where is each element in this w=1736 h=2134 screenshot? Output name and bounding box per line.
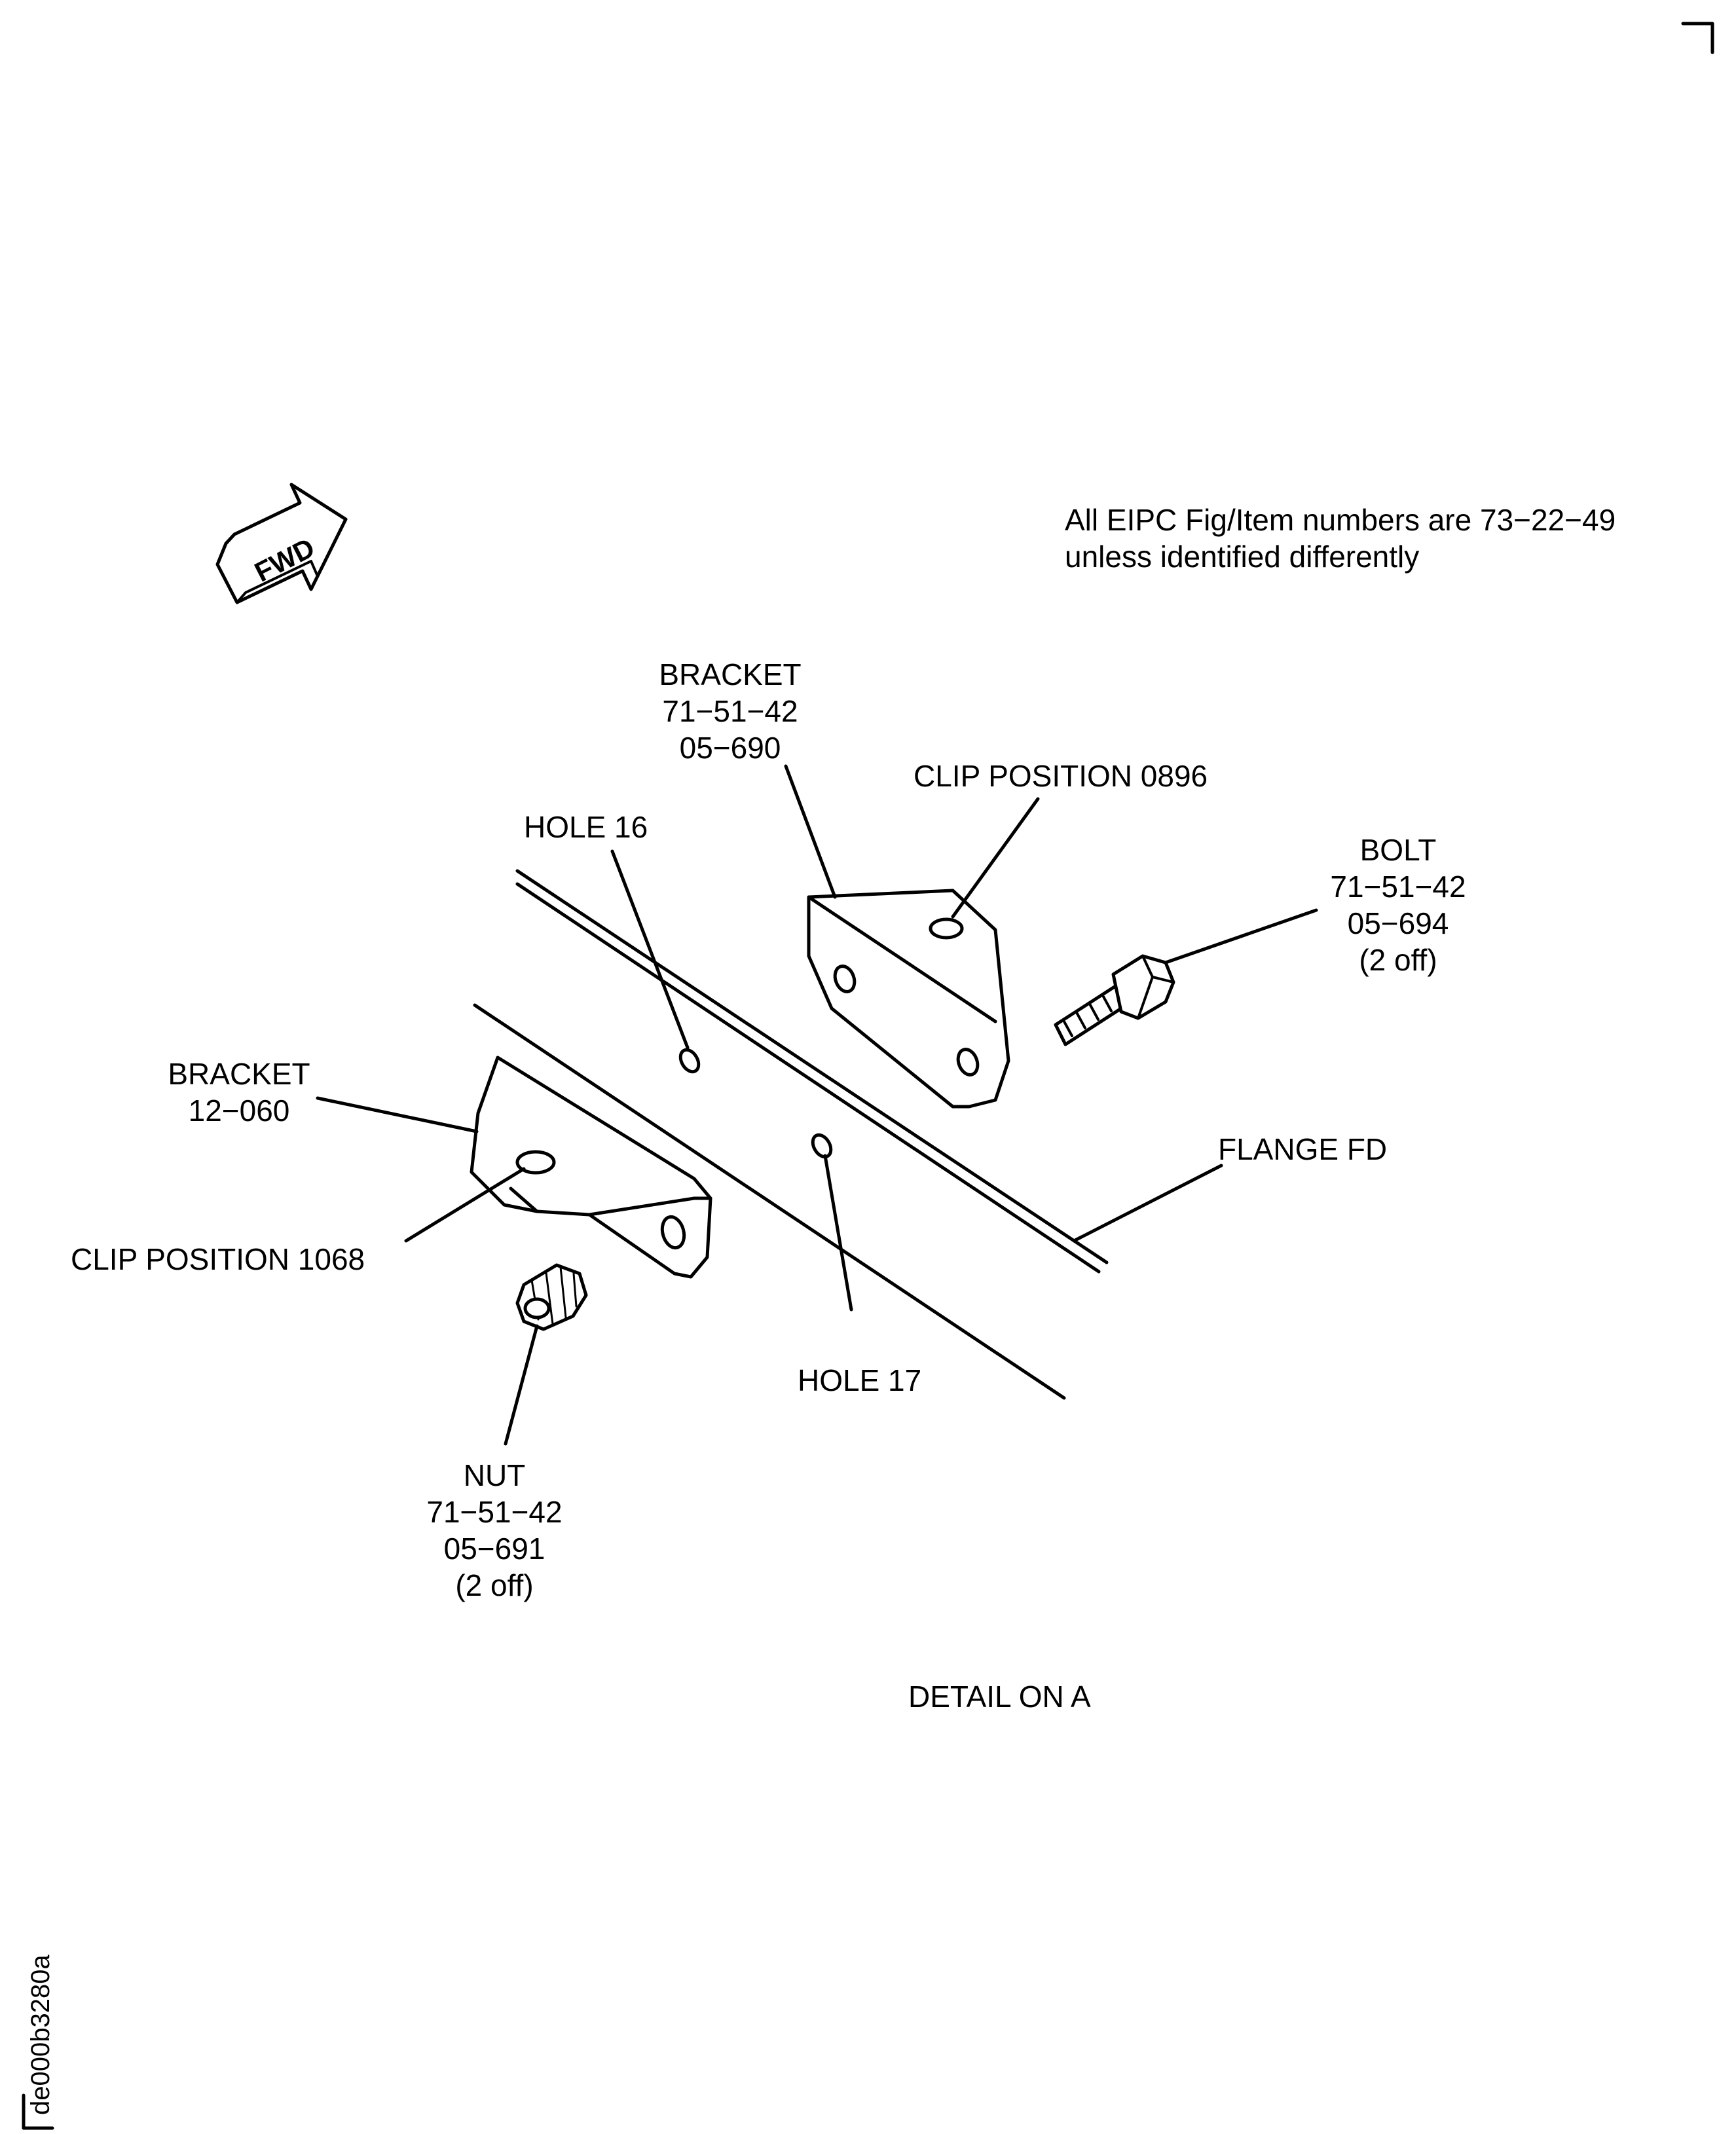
bracket-lower-part bbox=[470, 1056, 712, 1279]
leader-nut bbox=[504, 1324, 539, 1446]
callout-nut: NUT 71−51−42 05−691 (2 off) bbox=[403, 1457, 586, 1604]
leader-flange bbox=[1072, 1164, 1223, 1243]
bracket-upper-part bbox=[807, 889, 1010, 1109]
callout-bolt-fig: 71−51−42 bbox=[1330, 870, 1466, 904]
callout-bolt: BOLT 71−51−42 05−694 (2 off) bbox=[1306, 832, 1490, 978]
leader-bracket-lower bbox=[316, 1096, 479, 1133]
leader-bracket-upper bbox=[784, 764, 837, 899]
general-note-line-1: All EIPC Fig/Item numbers are 73−22−49 bbox=[1065, 503, 1616, 537]
callout-bracket-upper-fig: 71−51−42 bbox=[662, 694, 798, 728]
flange-upper-line-1 bbox=[515, 869, 1109, 1264]
nut-part bbox=[515, 1263, 588, 1331]
callout-hole-16: HOLE 16 bbox=[524, 810, 648, 844]
callout-clip-1068: CLIP POSITION 1068 bbox=[71, 1242, 365, 1276]
leader-clip-0896 bbox=[951, 797, 1040, 919]
hole-17-icon bbox=[811, 1133, 833, 1159]
leader-hole-17 bbox=[823, 1154, 853, 1312]
callout-flange: FLANGE FD bbox=[1218, 1132, 1388, 1166]
callout-bracket-lower-fig: 12−060 bbox=[188, 1094, 290, 1128]
leader-hole-16 bbox=[610, 849, 690, 1050]
general-note: All EIPC Fig/Item numbers are 73−22−49 u… bbox=[1065, 502, 1616, 575]
callout-bracket-upper-item: 05−690 bbox=[679, 731, 781, 765]
hole-16-icon bbox=[678, 1048, 701, 1074]
fwd-arrow-icon bbox=[215, 483, 348, 604]
callout-clip-0896: CLIP POSITION 0896 bbox=[914, 759, 1208, 793]
caption: DETAIL ON A bbox=[908, 1680, 1091, 1714]
sheet-id: de000b3280a bbox=[26, 1955, 55, 2115]
callout-bracket-lower-name: BRACKET bbox=[168, 1057, 310, 1091]
flange-upper-line-2 bbox=[515, 882, 1101, 1274]
flange-lower-line bbox=[473, 1003, 1066, 1400]
callout-nut-name: NUT bbox=[463, 1458, 526, 1492]
callout-bolt-item: 05−694 bbox=[1347, 906, 1449, 940]
callout-bolt-name: BOLT bbox=[1359, 833, 1437, 867]
corner-mark-bottom-left bbox=[22, 2093, 54, 2130]
leader-clip-1068 bbox=[404, 1167, 526, 1243]
bolt-part bbox=[1054, 954, 1175, 1046]
leader-bolt bbox=[1164, 908, 1318, 965]
callout-hole-17: HOLE 17 bbox=[798, 1363, 922, 1397]
callout-bracket-upper: BRACKET 71−51−42 05−690 bbox=[645, 656, 815, 766]
corner-mark-top-right bbox=[1681, 22, 1714, 54]
callout-nut-item: 05−691 bbox=[443, 1532, 545, 1566]
callout-nut-fig: 71−51−42 bbox=[426, 1495, 563, 1529]
callout-bracket-upper-name: BRACKET bbox=[659, 657, 802, 691]
callout-bracket-lower: BRACKET 12−060 bbox=[147, 1056, 331, 1129]
general-note-line-2: unless identified differently bbox=[1065, 540, 1420, 574]
callout-bolt-qty: (2 off) bbox=[1359, 943, 1437, 977]
callout-nut-qty: (2 off) bbox=[455, 1568, 534, 1602]
